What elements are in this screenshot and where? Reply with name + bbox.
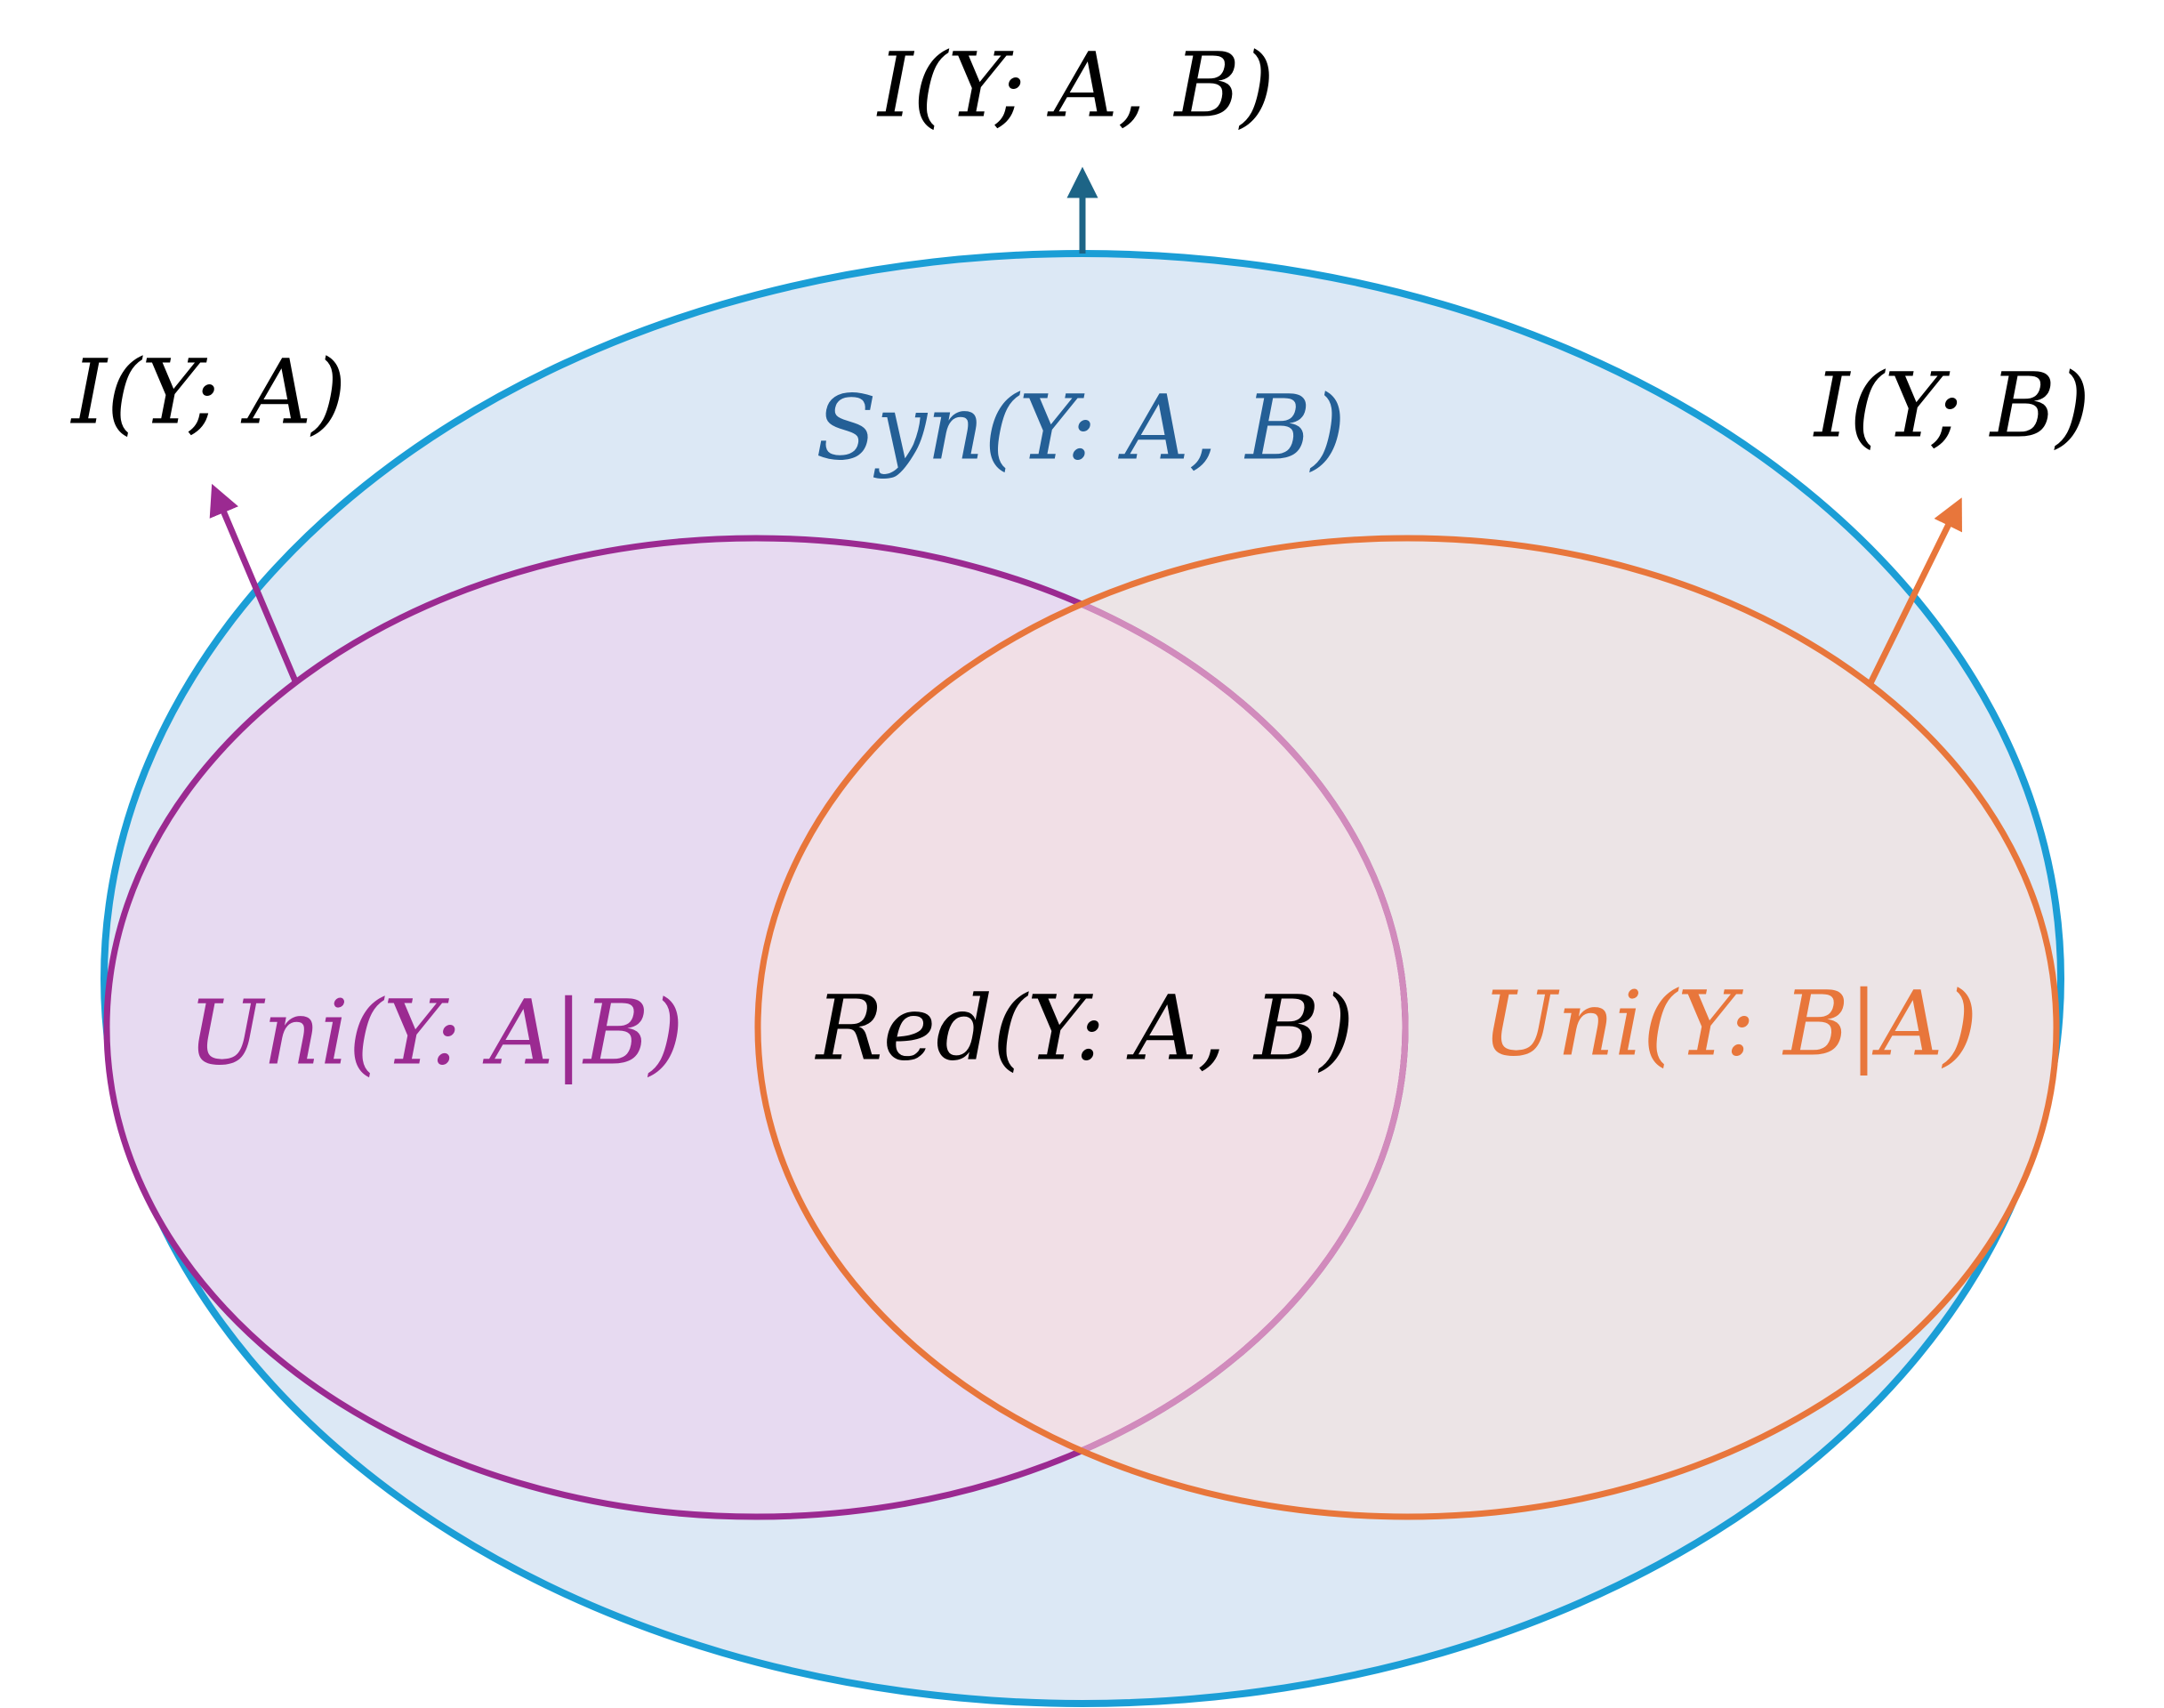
unique-b-label: Uni(Y: B|A) [1482, 972, 1977, 1076]
mi-b-ellipse-outline [754, 535, 2060, 1520]
redundancy-region [758, 538, 1405, 1517]
joint-information-label: I(Y; A, B) [876, 34, 1275, 138]
mi-b-label: I(Y; B) [1813, 354, 2090, 458]
synergy-label: Syn(Y: A, B) [816, 376, 1346, 480]
mi-a-ellipse-outline-overlap [758, 538, 1409, 1517]
mi-b-arrow [1867, 497, 1962, 685]
mi-a-label: I(Y; A) [70, 341, 347, 445]
redundancy-label: Red(Y: A, B) [815, 977, 1355, 1081]
mi-a-arrow [209, 483, 300, 685]
unique-a-label: Uni(Y: A|B) [188, 981, 683, 1085]
